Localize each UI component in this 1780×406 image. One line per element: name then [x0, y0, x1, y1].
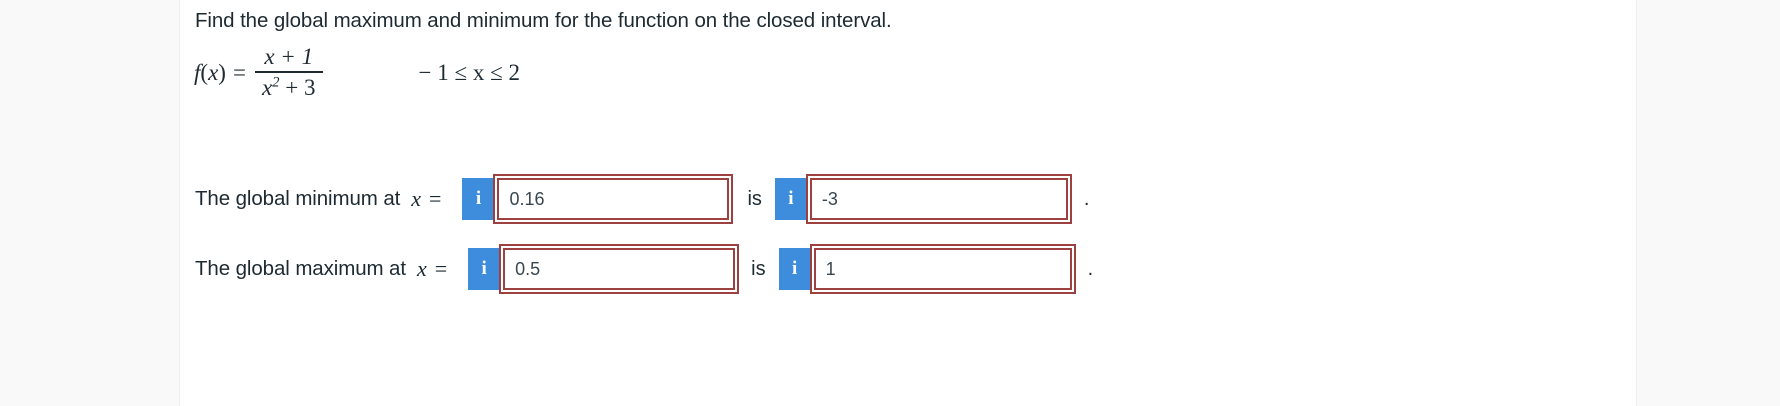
- denominator-rest: + 3: [279, 74, 316, 100]
- maximum-y-input[interactable]: [809, 244, 1076, 294]
- maximum-x-field-group: i: [468, 244, 740, 294]
- answer-row-minimum: The global minimum at x = i is i .: [195, 174, 1090, 224]
- maximum-y-field-group: i: [778, 244, 1076, 294]
- fraction-denominator: x2 + 3: [255, 73, 323, 102]
- function-open-paren: (: [200, 59, 209, 85]
- denominator-exponent: 2: [272, 74, 280, 91]
- info-icon[interactable]: i: [778, 248, 811, 290]
- fraction-bar: [254, 71, 323, 73]
- problem-prompt: Find the global maximum and minimum for …: [195, 9, 892, 32]
- minimum-trailing-period: .: [1083, 187, 1090, 210]
- fraction: x + 1 x2 + 3: [254, 44, 323, 102]
- maximum-variable: x: [416, 256, 427, 281]
- right-gutter: [1636, 0, 1780, 406]
- function-close-paren: ): [218, 59, 226, 85]
- denominator-base: x: [261, 74, 273, 100]
- info-icon[interactable]: i: [774, 178, 807, 220]
- minimum-equals-sign: =: [429, 186, 442, 211]
- left-gutter: [0, 0, 180, 406]
- function-equals-sign: =: [232, 59, 246, 85]
- minimum-label: The global minimum at: [195, 187, 401, 210]
- minimum-x-input[interactable]: [493, 174, 734, 224]
- answer-row-maximum: The global maximum at x = i is i .: [195, 244, 1094, 294]
- numerator-text: x + 1: [264, 44, 314, 69]
- content-area: Find the global maximum and minimum for …: [181, 0, 1636, 406]
- minimum-y-field-group: i: [774, 174, 1072, 224]
- minimum-y-input[interactable]: [805, 174, 1072, 224]
- maximum-x-input[interactable]: [499, 244, 740, 294]
- function-name: f: [194, 59, 201, 85]
- function-equation: f ( x ) = x + 1 x2 + 3 − 1 ≤ x ≤ 2: [194, 44, 520, 101]
- maximum-label: The global maximum at: [195, 257, 406, 280]
- domain-interval: − 1 ≤ x ≤ 2: [418, 59, 520, 85]
- maximum-is-label: is: [751, 257, 766, 280]
- fraction-numerator: x + 1: [257, 44, 320, 71]
- function-variable: x: [208, 59, 219, 85]
- minimum-x-field-group: i: [462, 174, 734, 224]
- info-icon[interactable]: i: [462, 178, 495, 220]
- maximum-equals-sign: =: [434, 256, 448, 281]
- minimum-variable: x: [411, 186, 422, 211]
- info-icon[interactable]: i: [468, 248, 501, 290]
- maximum-trailing-period: .: [1087, 257, 1094, 280]
- minimum-is-label: is: [747, 187, 762, 210]
